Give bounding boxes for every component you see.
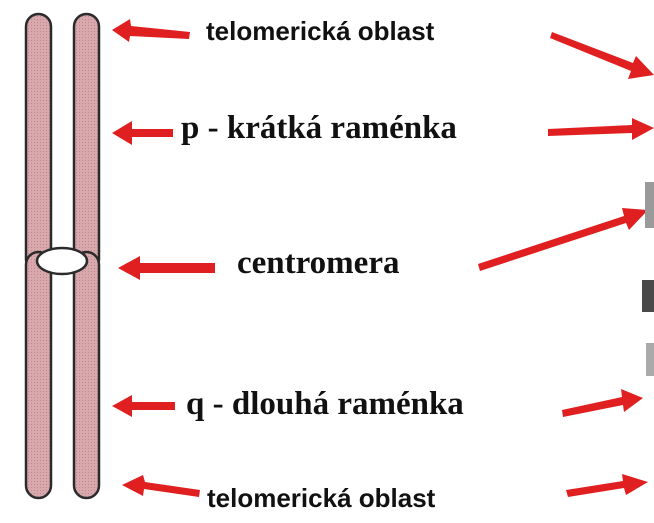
telomere-top-label: telomerická oblast bbox=[206, 16, 435, 46]
arrow-icon bbox=[562, 389, 643, 417]
arrow-icon bbox=[118, 256, 215, 280]
arrows-right bbox=[478, 32, 654, 497]
centromere-shape bbox=[35, 246, 89, 276]
arrow-icon bbox=[550, 32, 654, 79]
arrow-icon bbox=[548, 118, 654, 140]
arrow-icon bbox=[122, 475, 200, 497]
cropped-figure-fragment bbox=[642, 182, 654, 376]
p-arm-label: p - krátká raménka bbox=[181, 110, 457, 146]
arrow-icon bbox=[112, 121, 173, 145]
arrow-icon bbox=[478, 208, 648, 271]
chromatid-right-p-arm bbox=[72, 12, 101, 274]
arrow-icon bbox=[112, 395, 175, 417]
chromosome bbox=[24, 12, 101, 500]
centromere-label: centromera bbox=[237, 245, 400, 281]
chromatid-right-q-arm bbox=[72, 250, 101, 500]
chromatid-left-p-arm bbox=[24, 12, 53, 274]
chromatid-left-q-arm bbox=[24, 250, 53, 500]
arrows-left bbox=[112, 19, 215, 497]
telomere-bottom-label: telomerická oblast bbox=[207, 483, 436, 513]
q-arm-label: q - dlouhá raménka bbox=[186, 386, 464, 422]
arrow-icon bbox=[566, 474, 648, 497]
arrow-icon bbox=[112, 19, 190, 42]
